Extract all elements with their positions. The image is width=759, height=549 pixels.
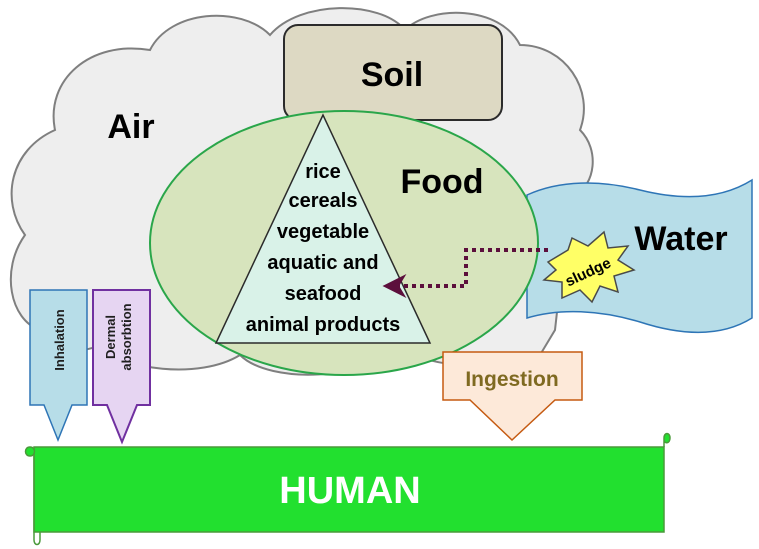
ingestion-label: Ingestion bbox=[465, 368, 558, 391]
pyramid-item: vegetable bbox=[277, 221, 369, 243]
ingestion-arrow bbox=[442, 351, 583, 442]
inhalation-label: Inhalation bbox=[52, 309, 67, 370]
human-banner bbox=[24, 432, 671, 546]
food-label: Food bbox=[400, 163, 483, 201]
soil-label: Soil bbox=[361, 56, 423, 94]
pyramid-item: aquatic and bbox=[267, 252, 378, 274]
food-pyramid bbox=[214, 113, 432, 344]
pyramid-item: seafood bbox=[285, 283, 362, 305]
human-label: HUMAN bbox=[279, 470, 420, 512]
dermal-arrow bbox=[92, 289, 151, 445]
inhalation-arrow bbox=[29, 289, 88, 443]
pyramid-item: rice bbox=[305, 161, 341, 183]
dermal-label-line2: absorbtion bbox=[119, 303, 134, 370]
water-label: Water bbox=[634, 220, 727, 258]
air-label: Air bbox=[107, 108, 154, 146]
pyramid-item: animal products bbox=[246, 314, 400, 336]
dermal-label-line1: Dermal bbox=[103, 315, 118, 359]
sludge-starburst bbox=[542, 230, 636, 304]
sludge-arrow bbox=[382, 248, 548, 298]
pyramid-item: cereals bbox=[289, 190, 358, 212]
